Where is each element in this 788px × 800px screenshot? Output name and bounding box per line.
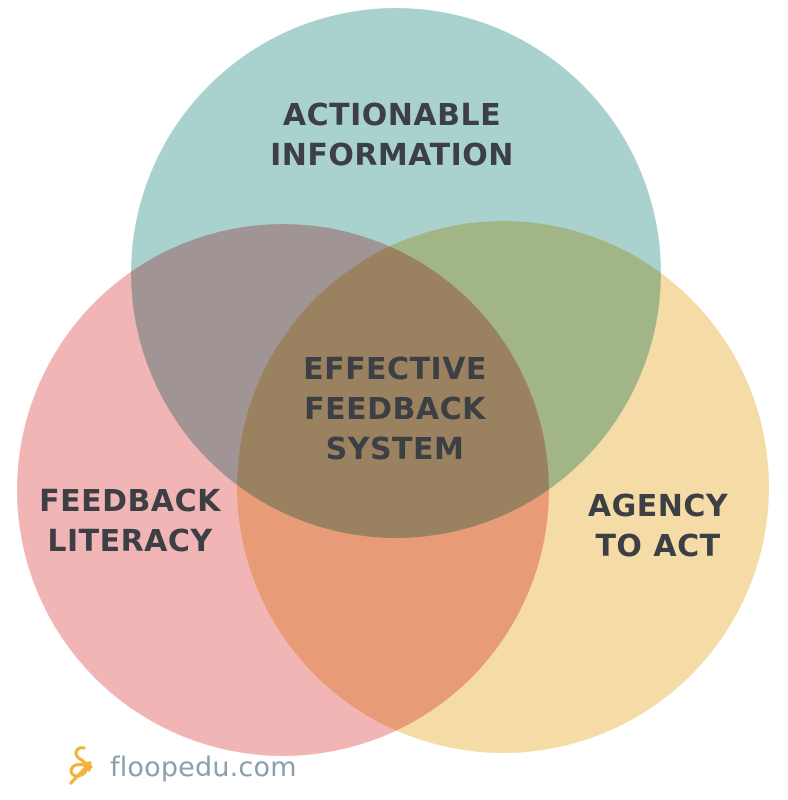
brand-logo: floopedu.com — [58, 742, 297, 792]
label-line: SYSTEM — [325, 432, 465, 467]
label-line: LITERACY — [47, 524, 213, 559]
label-line: AGENCY — [587, 489, 729, 524]
label-line: TO ACT — [595, 529, 721, 564]
label-line: INFORMATION — [270, 138, 514, 173]
label-line: ACTIONABLE — [282, 98, 502, 133]
label-line: EFFECTIVE — [303, 352, 487, 387]
label-feedback-literacy: FEEDBACK LITERACY — [20, 482, 240, 562]
label-line: FEEDBACK — [304, 392, 486, 427]
floopedu-logo-icon — [69, 746, 93, 785]
label-effective-feedback-system: EFFECTIVE FEEDBACK SYSTEM — [235, 350, 555, 470]
label-line: FEEDBACK — [39, 484, 221, 519]
brand-text: floopedu.com — [110, 751, 297, 783]
circle-agency-to-act — [237, 221, 769, 753]
label-agency-to-act: AGENCY TO ACT — [548, 487, 768, 567]
label-actionable-information: ACTIONABLE INFORMATION — [212, 96, 572, 176]
